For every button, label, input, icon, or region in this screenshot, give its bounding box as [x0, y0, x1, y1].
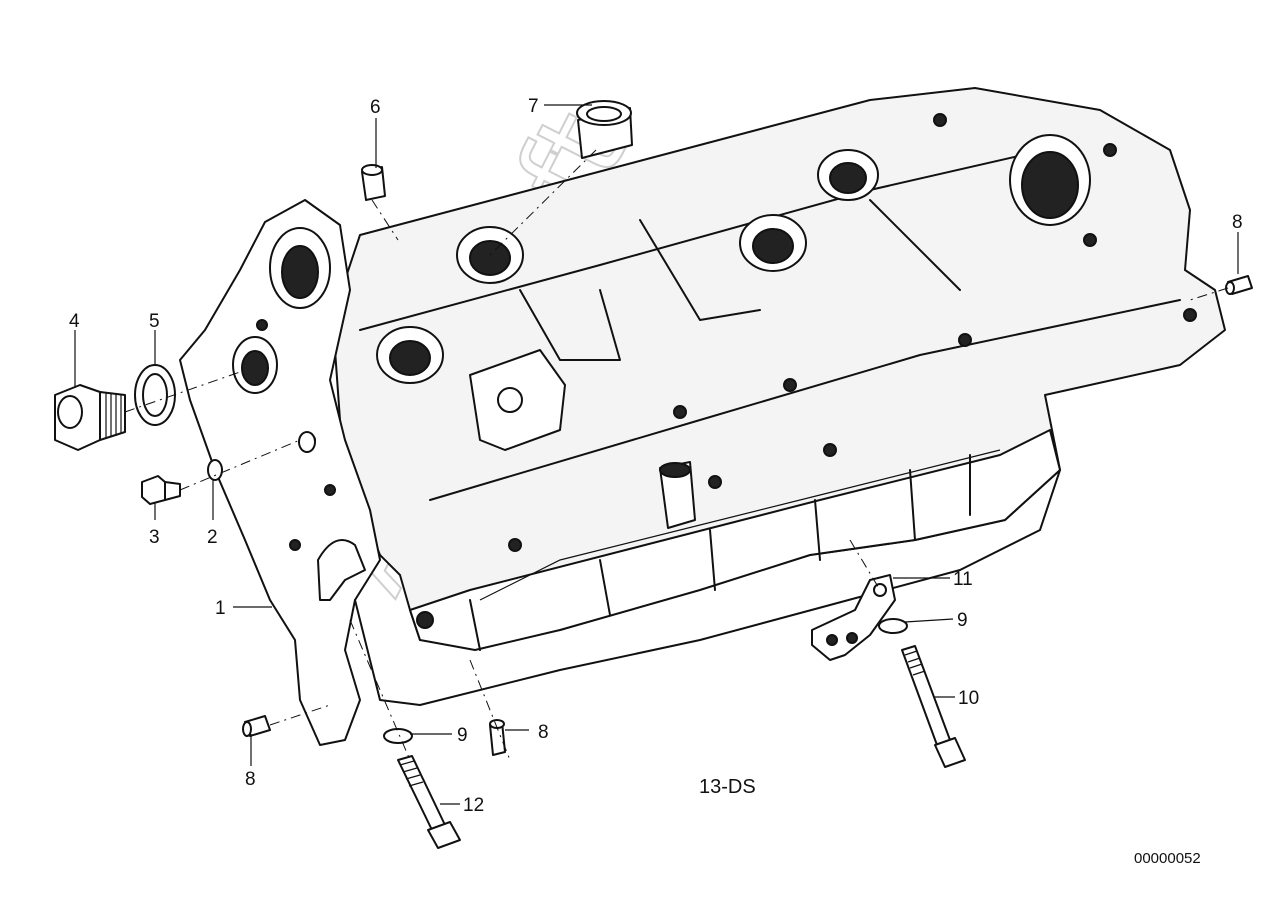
- part-label-1: 1: [215, 598, 226, 619]
- part-label-2: 2: [207, 527, 218, 548]
- front-end-cover: [179, 199, 381, 746]
- leader-lines: [74, 104, 1239, 805]
- dowel-pin-left: [242, 715, 271, 737]
- part-label-12: 12: [463, 795, 484, 816]
- part-label-10: 10: [958, 688, 979, 709]
- mount-bracket: [811, 574, 896, 661]
- seal-washer: [207, 459, 223, 481]
- pump-mount-flange: [469, 349, 566, 451]
- assembly-axes: [124, 149, 1229, 761]
- bolt-right: [901, 645, 966, 768]
- part-label-8-right: 8: [1232, 212, 1243, 233]
- washer-right: [878, 618, 908, 634]
- reference-number: 00000052: [1134, 850, 1201, 867]
- part-label-6: 6: [370, 97, 381, 118]
- oil-pan-rail: [409, 429, 1061, 651]
- lower-crankcase: [354, 469, 1061, 706]
- plug-bolt: [141, 475, 181, 505]
- cylinder-bores: [232, 134, 1091, 394]
- part-labels: 1 2 3 4 5 6 7 8 8 8 9 9 10 11 12: [69, 96, 1243, 816]
- dowel-pin-bottom: [489, 719, 506, 756]
- seal-washer-2: [298, 431, 316, 453]
- diagram-caption: 13-DS: [699, 776, 756, 798]
- gasket-ring: [134, 364, 176, 426]
- bearing-bush: [576, 100, 633, 159]
- part-label-7: 7: [528, 96, 539, 117]
- part-label-9-right: 9: [957, 610, 968, 631]
- washer-bottom: [383, 728, 413, 744]
- bolt-holes: [256, 113, 1197, 629]
- part-label-5: 5: [149, 311, 160, 332]
- block-ribs: [469, 199, 1001, 651]
- top-deck-edge: [359, 149, 1046, 331]
- dowel-sleeve-top: [361, 164, 386, 201]
- part-label-8-bottom: 8: [538, 722, 549, 743]
- part-label-8-left: 8: [245, 769, 256, 790]
- bolt-bottom: [397, 755, 461, 849]
- part-label-3: 3: [149, 527, 160, 548]
- dowel-pin-right: [1225, 275, 1253, 295]
- part-label-11: 11: [953, 569, 973, 590]
- screw-plug: [54, 384, 126, 451]
- engine-block: [179, 87, 1226, 746]
- top-deck-edge-2: [429, 299, 1181, 501]
- part-label-4: 4: [69, 311, 80, 332]
- main-bearing-saddle: [317, 539, 366, 601]
- part-label-9-bottom: 9: [457, 725, 468, 746]
